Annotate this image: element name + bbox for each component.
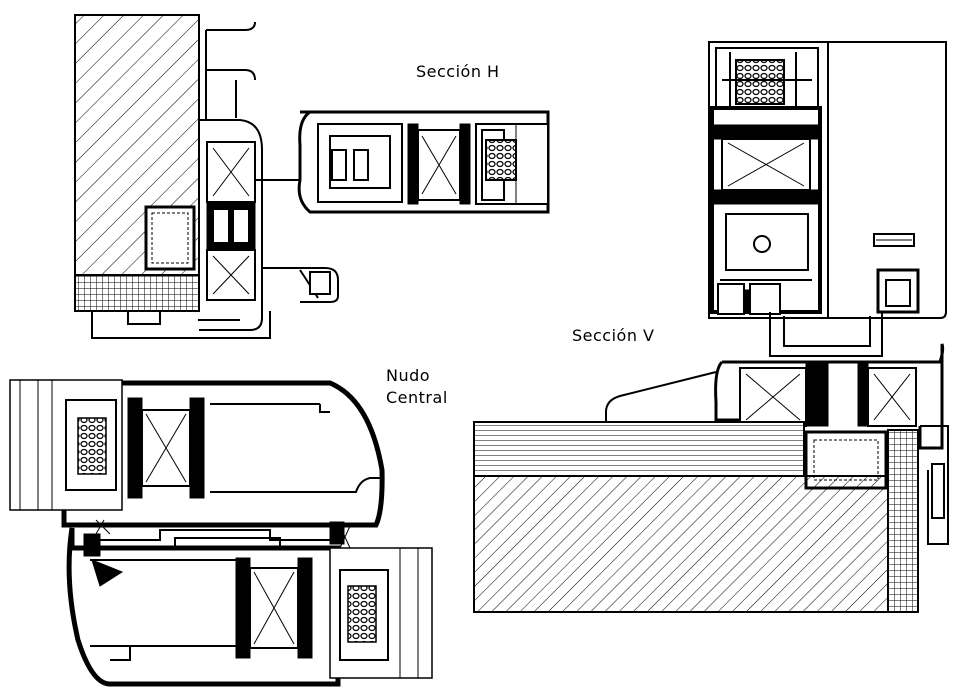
seccion-h-label: Sección H [416,62,500,81]
seccion-h-drawing [74,14,550,339]
seccion-v-label: Sección V [572,326,655,345]
nudo-central-label-line2: Central [386,388,448,407]
seccion-v-drawing [473,41,949,613]
nudo-central-label-line1: Nudo [386,366,431,385]
nudo-central-drawing [9,379,433,687]
